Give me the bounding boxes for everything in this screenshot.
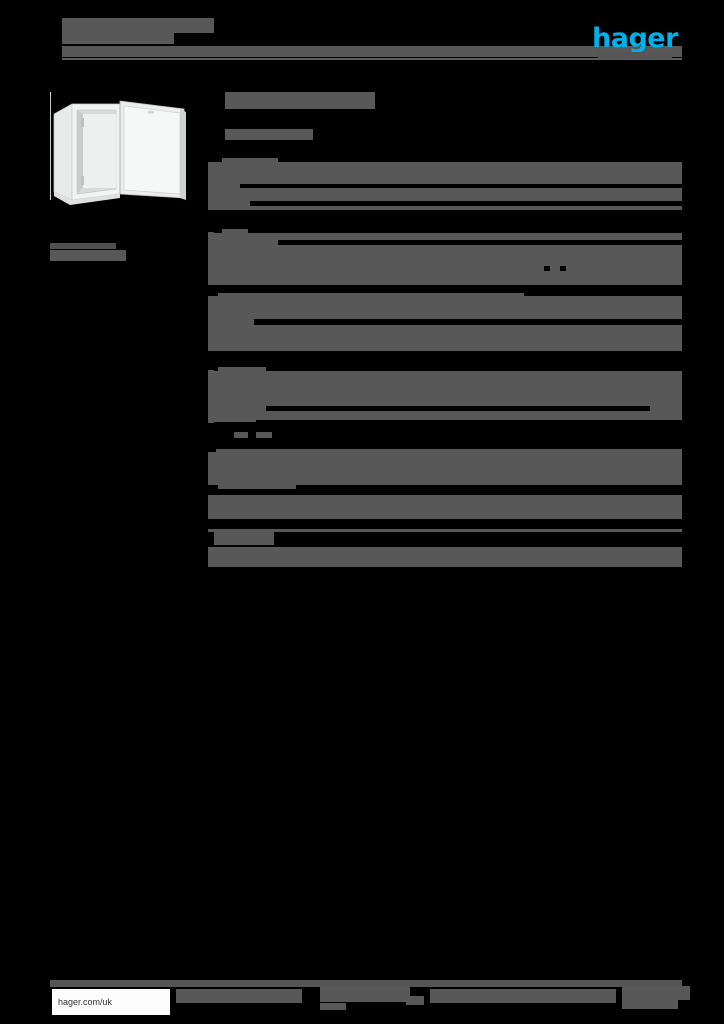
- header-title-redacted: [62, 18, 214, 33]
- table-row: [208, 547, 682, 567]
- product-image-rule: [50, 92, 51, 200]
- table-row: [208, 293, 682, 351]
- inline-marker: [256, 432, 272, 438]
- sidebar-text-redacted: [50, 250, 126, 261]
- footer-text-redacted-4: [406, 996, 424, 1005]
- product-image: [53, 100, 186, 205]
- table-row: [208, 367, 682, 423]
- footer-text-redacted-3: [320, 1003, 346, 1010]
- page-title-redacted: [225, 92, 375, 109]
- table-row: [208, 449, 682, 489]
- sidebar-caption-redacted: [50, 243, 116, 249]
- table-row-label-redacted: [214, 531, 274, 545]
- footer-website-link[interactable]: hager.com/uk: [52, 989, 170, 1015]
- footer-divider: [50, 980, 682, 987]
- footer-text-redacted-1: [176, 989, 302, 1003]
- footer-page-sub-redacted: [622, 1000, 678, 1009]
- footer-page-number-redacted: [622, 986, 690, 1000]
- table-rule: [208, 529, 682, 532]
- table-row: [208, 158, 682, 210]
- header-subtitle-redacted: [62, 46, 682, 57]
- table-row: [208, 495, 682, 519]
- table-row: [208, 229, 682, 285]
- hager-logo[interactable]: hager: [592, 23, 678, 54]
- logo-tagline-redacted: [598, 52, 672, 59]
- page-header: hager: [0, 0, 724, 78]
- header-title-line2-redacted: [62, 33, 174, 44]
- footer-text-redacted-5: [430, 989, 616, 1003]
- section-heading-redacted: [225, 129, 313, 140]
- inline-marker: [234, 432, 248, 438]
- header-divider: [62, 58, 682, 60]
- footer-text-redacted-2: [320, 986, 410, 1002]
